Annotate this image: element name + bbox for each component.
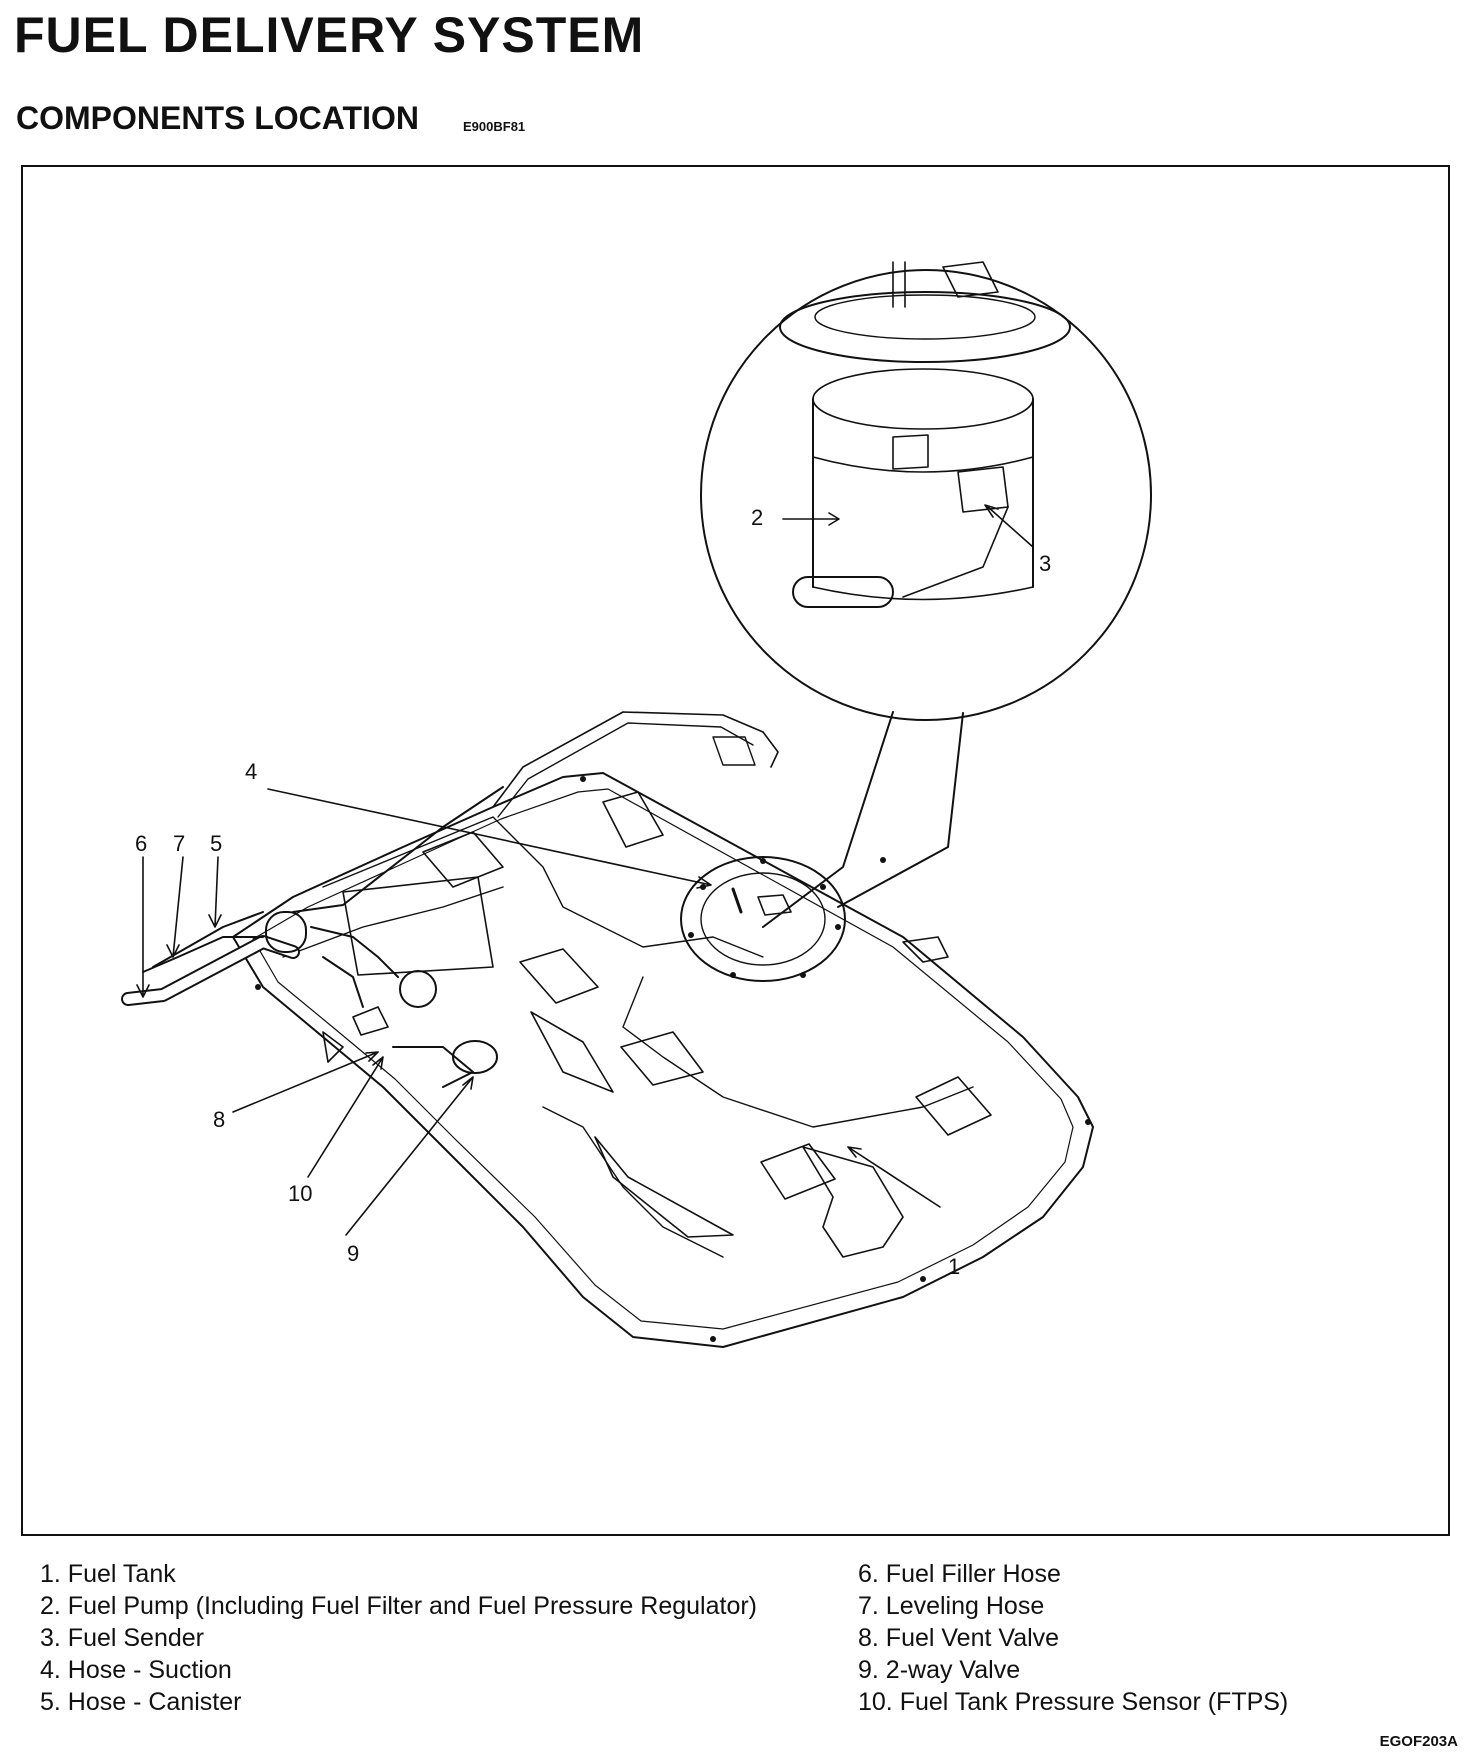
callout-1: 1 (948, 1254, 960, 1279)
fuel-system-diagram: 1 2 3 4 5 6 7 8 9 10 (121, 261, 1152, 1348)
legend-item: 4. Hose - Suction (40, 1656, 232, 1684)
page-title: FUEL DELIVERY SYSTEM (14, 7, 645, 63)
leader-lines (136, 504, 1034, 1236)
callout-3: 3 (1039, 551, 1051, 576)
legend-item: 10. Fuel Tank Pressure Sensor (FTPS) (858, 1688, 1289, 1716)
callout-6: 6 (135, 831, 147, 856)
callout-4: 4 (245, 759, 257, 784)
legend-item: 6. Fuel Filler Hose (858, 1560, 1061, 1588)
legend-right-column: 6. Fuel Filler Hose 7. Leveling Hose 8. … (858, 1558, 1288, 1718)
legend-item: 1. Fuel Tank (40, 1560, 176, 1588)
figure-code: EGOF203A (1379, 1733, 1458, 1750)
section-title: COMPONENTS LOCATION (16, 100, 419, 136)
legend-item: 9. 2-way Valve (858, 1656, 1021, 1684)
callout-5: 5 (210, 831, 222, 856)
callout-9: 9 (347, 1241, 359, 1266)
legend-item: 5. Hose - Canister (40, 1688, 242, 1716)
callout-2: 2 (751, 505, 763, 530)
callout-numbers: 1 2 3 4 5 6 7 8 9 10 (135, 505, 1051, 1279)
diagram-frame: 1 2 3 4 5 6 7 8 9 10 (21, 165, 1450, 1536)
legend-left-column: 1. Fuel Tank 2. Fuel Pump (Including Fue… (40, 1558, 757, 1718)
fuel-tank-drawing (232, 711, 1094, 1348)
section-code: E900BF81 (463, 119, 526, 134)
pump-flange-drawing (680, 856, 846, 982)
legend-item: 8. Fuel Vent Valve (858, 1624, 1060, 1652)
callout-8: 8 (213, 1107, 225, 1132)
legend-item: 7. Leveling Hose (858, 1592, 1045, 1620)
legend-item: 3. Fuel Sender (40, 1624, 204, 1652)
legend-item: 2. Fuel Pump (Including Fuel Filter and … (40, 1592, 757, 1620)
filler-hose-drawing (121, 786, 504, 1088)
callout-7: 7 (173, 831, 185, 856)
fuel-pump-detail-drawing (700, 261, 1152, 928)
callout-10: 10 (288, 1181, 312, 1206)
